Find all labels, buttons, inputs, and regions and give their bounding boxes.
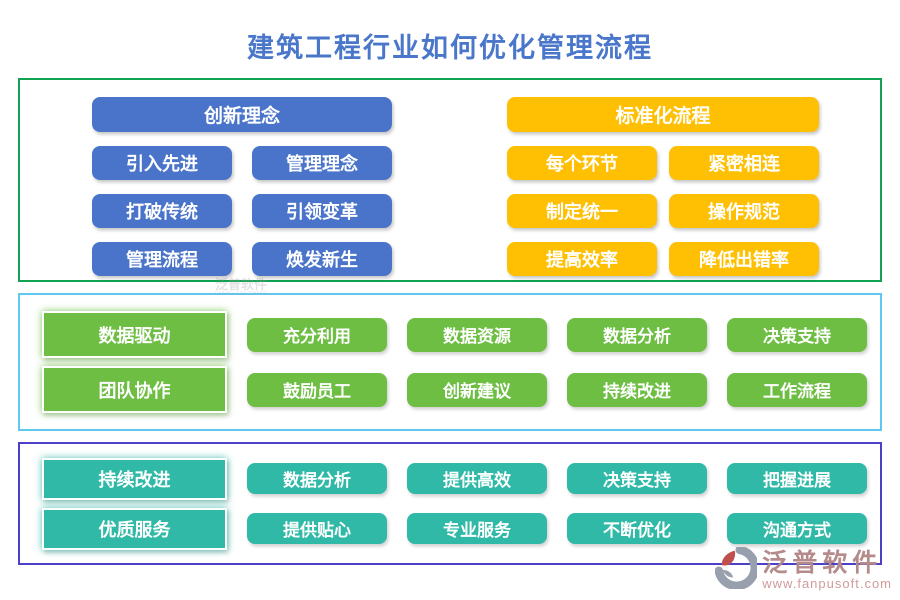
service-row-2: 优质服务 提供贴心 专业服务 不断优化 沟通方式 xyxy=(20,507,880,550)
service-item: 提供贴心 xyxy=(247,513,387,544)
watermark-brand-text: 泛普软件 xyxy=(215,277,268,292)
service-row-1: 持续改进 数据分析 提供高效 决策支持 把握进展 xyxy=(20,457,880,500)
standardization-group: 标准化流程 每个环节 紧密相连 制定统一 操作规范 提高效率 降低出错率 xyxy=(507,97,819,276)
service-lead: 持续改进 xyxy=(42,457,227,500)
service-item: 数据分析 xyxy=(247,463,387,494)
data-driven-rows: 数据驱动 充分利用 数据资源 数据分析 决策支持 团队协作 鼓励员工 创新建议 … xyxy=(20,295,880,429)
service-item: 把握进展 xyxy=(727,463,867,494)
standardization-item: 制定统一 xyxy=(507,194,657,228)
page-title: 建筑工程行业如何优化管理流程 xyxy=(247,33,653,63)
innovation-item: 管理理念 xyxy=(252,146,392,180)
standardization-row-3: 提高效率 降低出错率 xyxy=(507,242,819,276)
data-driven-lead: 团队协作 xyxy=(42,366,227,413)
service-item: 沟通方式 xyxy=(727,513,867,544)
service-item: 提供高效 xyxy=(407,463,547,494)
data-driven-item: 创新建议 xyxy=(407,372,547,407)
innovation-header-button: 创新理念 xyxy=(92,97,392,132)
innovation-row-3: 管理流程 焕发新生 xyxy=(92,242,392,276)
innovation-item: 引入先进 xyxy=(92,146,232,180)
innovation-item: 引领变革 xyxy=(252,194,392,228)
standardization-item: 提高效率 xyxy=(507,242,657,276)
innovation-row-1: 引入先进 管理理念 xyxy=(92,146,392,180)
data-driven-row-2: 团队协作 鼓励员工 创新建议 持续改进 工作流程 xyxy=(20,366,880,413)
data-driven-item: 决策支持 xyxy=(727,317,867,352)
service-item: 决策支持 xyxy=(567,463,707,494)
standardization-item: 每个环节 xyxy=(507,146,657,180)
innovation-row-2: 打破传统 引领变革 xyxy=(92,194,392,228)
innovation-item: 焕发新生 xyxy=(252,242,392,276)
fanpu-logo-icon xyxy=(714,545,760,594)
service-rows: 持续改进 数据分析 提供高效 决策支持 把握进展 优质服务 提供贴心 专业服务 … xyxy=(20,444,880,563)
data-driven-item: 鼓励员工 xyxy=(247,372,387,407)
data-driven-item: 充分利用 xyxy=(247,317,387,352)
innovation-group: 创新理念 引入先进 管理理念 打破传统 引领变革 管理流程 焕发新生 xyxy=(92,97,392,276)
standardization-item: 降低出错率 xyxy=(669,242,819,276)
fanpu-logo-url: www.fanpusoft.com xyxy=(762,576,892,591)
innovation-item: 管理流程 xyxy=(92,242,232,276)
standardization-item: 紧密相连 xyxy=(669,146,819,180)
standardization-row-1: 每个环节 紧密相连 xyxy=(507,146,819,180)
innovation-item: 打破传统 xyxy=(92,194,232,228)
standardization-item: 操作规范 xyxy=(669,194,819,228)
standardization-row-2: 制定统一 操作规范 xyxy=(507,194,819,228)
data-driven-item: 工作流程 xyxy=(727,372,867,407)
data-driven-row-1: 数据驱动 充分利用 数据资源 数据分析 决策支持 xyxy=(20,311,880,358)
data-driven-item: 数据分析 xyxy=(567,317,707,352)
section-concepts: 泛普软件 FANPU SOFTWARE 创新理念 引入先进 管理理念 打破传统 … xyxy=(18,78,882,297)
standardization-header-button: 标准化流程 xyxy=(507,97,819,132)
fanpu-logo: 泛普软件 www.fanpusoft.com xyxy=(714,545,892,594)
fanpu-logo-text: 泛普软件 xyxy=(762,549,883,577)
service-lead: 优质服务 xyxy=(42,507,227,550)
data-driven-item: 持续改进 xyxy=(567,372,707,407)
section-service: 持续改进 数据分析 提供高效 决策支持 把握进展 优质服务 提供贴心 专业服务 … xyxy=(18,442,882,565)
service-item: 不断优化 xyxy=(567,513,707,544)
section-data-driven: 泛普软件 FANPU SOFTWARE 数据驱动 充分利用 数据资源 数据分析 … xyxy=(18,293,882,431)
service-item: 专业服务 xyxy=(407,513,547,544)
data-driven-lead: 数据驱动 xyxy=(42,311,227,358)
data-driven-item: 数据资源 xyxy=(407,317,547,352)
